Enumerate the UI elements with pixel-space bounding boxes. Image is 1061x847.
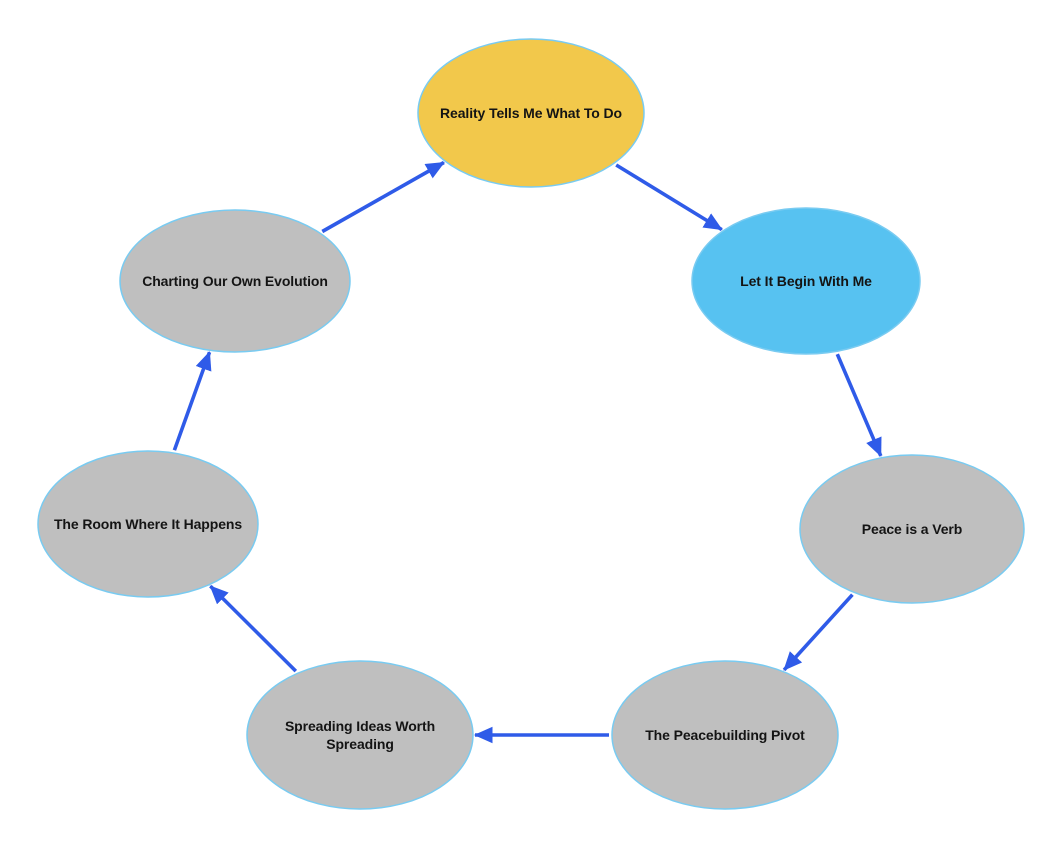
diagram-node-let-it-begin bbox=[691, 207, 921, 355]
arrow-peace-to-pivot bbox=[782, 593, 854, 672]
diagram-node-spreading bbox=[246, 660, 474, 810]
diagram-node-reality bbox=[417, 38, 645, 188]
arrow-room-to-charting bbox=[172, 351, 212, 451]
arrow-charting-to-reality bbox=[321, 160, 445, 234]
arrow-spreading-to-room bbox=[209, 584, 298, 673]
diagram-node-peace bbox=[799, 454, 1025, 604]
diagram-node-room bbox=[37, 450, 259, 598]
arrow-let-it-begin-to-peace bbox=[835, 353, 883, 457]
diagram-node-pivot bbox=[611, 660, 839, 810]
arrow-reality-to-let-it-begin bbox=[615, 163, 723, 232]
diagram-node-charting bbox=[119, 209, 351, 353]
